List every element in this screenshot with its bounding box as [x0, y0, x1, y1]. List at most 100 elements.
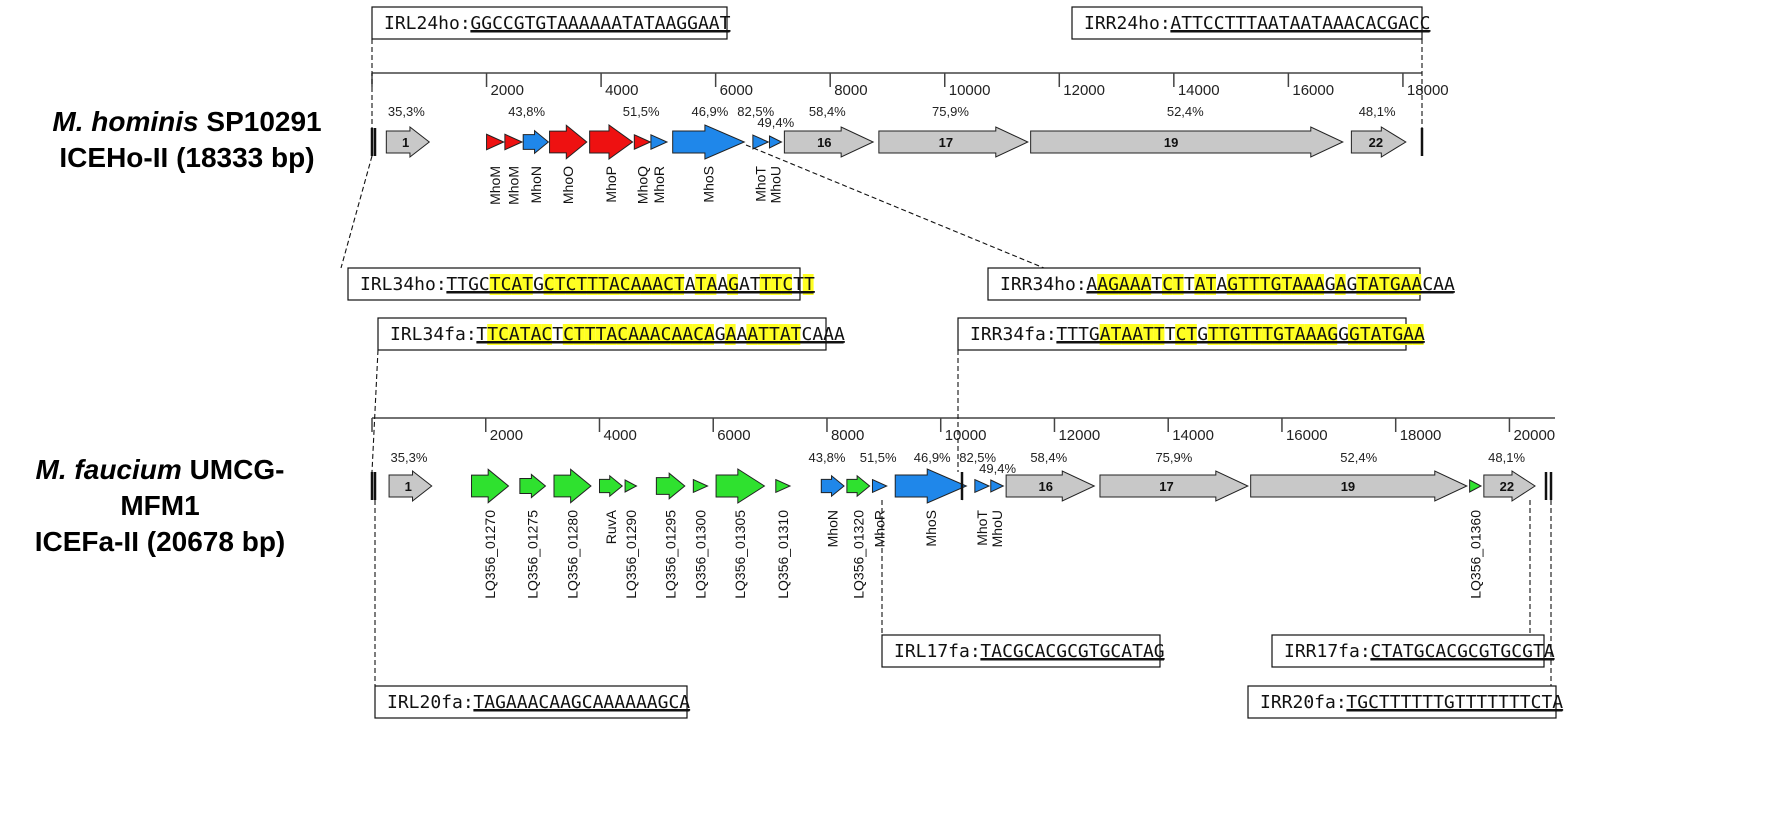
- gene-name-label: LQ356_01300: [692, 510, 708, 599]
- irl24ho-box-label: IRL24ho:: [384, 13, 471, 34]
- irl34fa-box-highlight: [789, 324, 801, 345]
- irl34fa-box: IRL34fa:TTCATACTCTTTACAAACAACAGAAATTATCA…: [377, 317, 845, 351]
- axis2-tick-label: 16000: [1286, 427, 1328, 444]
- irr34ho-box-highlight: [1313, 274, 1324, 295]
- gene-name-label: MhoT: [753, 166, 769, 202]
- organism2-strain: UMCG-MFM1: [120, 454, 285, 521]
- irr34fa-box-highlight: [1412, 324, 1424, 345]
- irr34fa-box-highlight: [1315, 324, 1327, 345]
- gc-percent-label: 52,4%: [1167, 104, 1204, 119]
- irr34ho-box-highlight: [1356, 274, 1368, 295]
- irr34fa-box: IRR34fa:TTTGATAATTTCTGTTGTTTGTAAAGGGTATG…: [957, 317, 1425, 351]
- track2-percents: 35,3%43,8%51,5%46,9%82,5%49,4%58,4%75,9%…: [391, 450, 1526, 476]
- gene-arrow-mhon: [820, 474, 845, 498]
- irr34ho-box-highlight: [1118, 274, 1130, 295]
- gene-name-label: MhoM: [505, 166, 521, 205]
- axis2-tick-label: 4000: [603, 427, 636, 444]
- gene-number-label: 22: [1500, 479, 1514, 494]
- irl34ho-box-highlight: [630, 274, 641, 295]
- irl34ho-box-highlight: [554, 274, 566, 295]
- irr34ho-box-highlight: [1399, 274, 1411, 295]
- gene-name-label: LQ356_01280: [564, 510, 580, 599]
- gene-arrow-mhou: [990, 479, 1005, 493]
- gene-name-label: MhoO: [560, 166, 576, 204]
- axis1-tick-label: 2000: [491, 82, 524, 99]
- gc-percent-label: 46,9%: [914, 450, 951, 465]
- gene-name-label: MhoS: [700, 166, 716, 203]
- irl34ho-box-highlight: [694, 274, 706, 295]
- irr34fa-box-highlight: [1099, 324, 1111, 345]
- irl34fa-box-highlight: [746, 324, 758, 345]
- axis1-tick-label: 12000: [1063, 82, 1105, 99]
- irr34fa-box-highlight: [1348, 324, 1359, 345]
- irr34fa-box-highlight: [1369, 324, 1381, 345]
- irl34ho-box-highlight: [759, 274, 771, 295]
- irl34ho-box-highlight: [565, 274, 576, 295]
- irl34ho-box-highlight: [489, 274, 501, 295]
- irl34ho-box-highlight: [770, 274, 782, 295]
- irl34ho-box-highlight: [781, 274, 792, 295]
- gene-arrow-mhot: [974, 478, 991, 494]
- organism1-species: M. hominis: [52, 106, 199, 137]
- gene-number-label: 17: [939, 135, 953, 150]
- irl34ho-box: IRL34ho:TTGCTCATGCTCTTTACAAACTATAAGATTTC…: [347, 267, 815, 301]
- irr34fa-box-highlight: [1250, 324, 1262, 345]
- irr34fa-box-highlight: [1272, 324, 1284, 345]
- irr34ho-box-highlight: [1237, 274, 1249, 295]
- irl34fa-box-highlight: [530, 324, 542, 345]
- gene-arrow-lq356_01310: [775, 478, 792, 494]
- irl34fa-box-highlight: [584, 324, 596, 345]
- irl34fa-box-highlight: [541, 324, 552, 345]
- irr34ho-box-highlight: [1270, 274, 1281, 295]
- irr34ho-box-highlight: [1140, 274, 1152, 295]
- axis2-tick-label: 2000: [490, 427, 523, 444]
- irr34ho-box: IRR34ho:AAGAAATCTTATAGTTTGTAAAGAGTATGAAC…: [987, 267, 1455, 301]
- irr24ho-box-sequence: ATTCCTTTAATAATAAACACGACC: [1170, 13, 1430, 34]
- irl34fa-box-highlight: [724, 324, 736, 345]
- irl34fa-box-highlight: [778, 324, 790, 345]
- gene-arrow-mhop: [589, 124, 634, 160]
- axis2-tick-label: 18000: [1400, 427, 1442, 444]
- irr34ho-box-highlight: [1129, 274, 1141, 295]
- irr20fa-box-sequence: TGCTTTTTTGTTTTTTTCTA: [1346, 692, 1563, 713]
- gene-name-label: MhoU: [767, 166, 783, 203]
- irr34ho-box-highlight: [1162, 274, 1173, 295]
- irr34ho-connector: [745, 144, 1045, 269]
- irl34fa-box-highlight: [616, 324, 628, 345]
- irr34fa-box-label: IRR34fa:: [970, 324, 1057, 345]
- irl34fa-box-highlight: [595, 324, 606, 345]
- irr34ho-box-sequence: AAGAAATCTTATAGTTTGTAAAGAGTATGAACAA: [1086, 274, 1455, 295]
- irl34fa-box-highlight: [519, 324, 531, 345]
- irl34ho-box-highlight: [608, 274, 620, 295]
- gene-number-label: 16: [817, 135, 831, 150]
- irl34fa-box-label: IRL34fa:: [390, 324, 477, 345]
- irl34fa-connector: [371, 349, 379, 473]
- organism1-title: M. hominis SP10291 ICEHo-II (18333 bp): [52, 104, 322, 176]
- gene-arrow-orf-1: [385, 125, 431, 159]
- axis2-tick-label: 14000: [1172, 427, 1214, 444]
- gene-name-label: MhoQ: [634, 166, 650, 204]
- irr24ho-box-label: IRR24ho:: [1084, 13, 1171, 34]
- gene-name-label: MhoR: [872, 510, 888, 547]
- irr34ho-box-highlight: [1302, 274, 1314, 295]
- gene-arrow-orf-17: [1099, 470, 1250, 502]
- irr34fa-box-highlight: [1380, 324, 1392, 345]
- gc-percent-label: 52,4%: [1340, 450, 1377, 465]
- irr34fa-box-highlight: [1261, 324, 1273, 345]
- irr34fa-box-highlight: [1186, 324, 1197, 345]
- irl17fa-box-label: IRL17fa:: [894, 641, 981, 662]
- axis2-tick-label: 10000: [945, 427, 987, 444]
- irl34fa-box-highlight: [703, 324, 714, 345]
- gene-arrow-lq356_01295: [655, 472, 686, 500]
- irr34ho-box-highlight: [1291, 274, 1303, 295]
- irl34fa-box-highlight: [498, 324, 509, 345]
- irr34fa-box-highlight: [1294, 324, 1305, 345]
- irr34fa-box-highlight: [1110, 324, 1122, 345]
- irl24ho-box-frame: [371, 6, 728, 40]
- gene-arrow-orf-19: [1030, 126, 1344, 158]
- axis1-tick-label: 6000: [720, 82, 753, 99]
- gene-number-label: 19: [1164, 135, 1178, 150]
- irr24ho-box: IRR24ho:ATTCCTTTAATAATAAACACGACC: [1071, 6, 1430, 40]
